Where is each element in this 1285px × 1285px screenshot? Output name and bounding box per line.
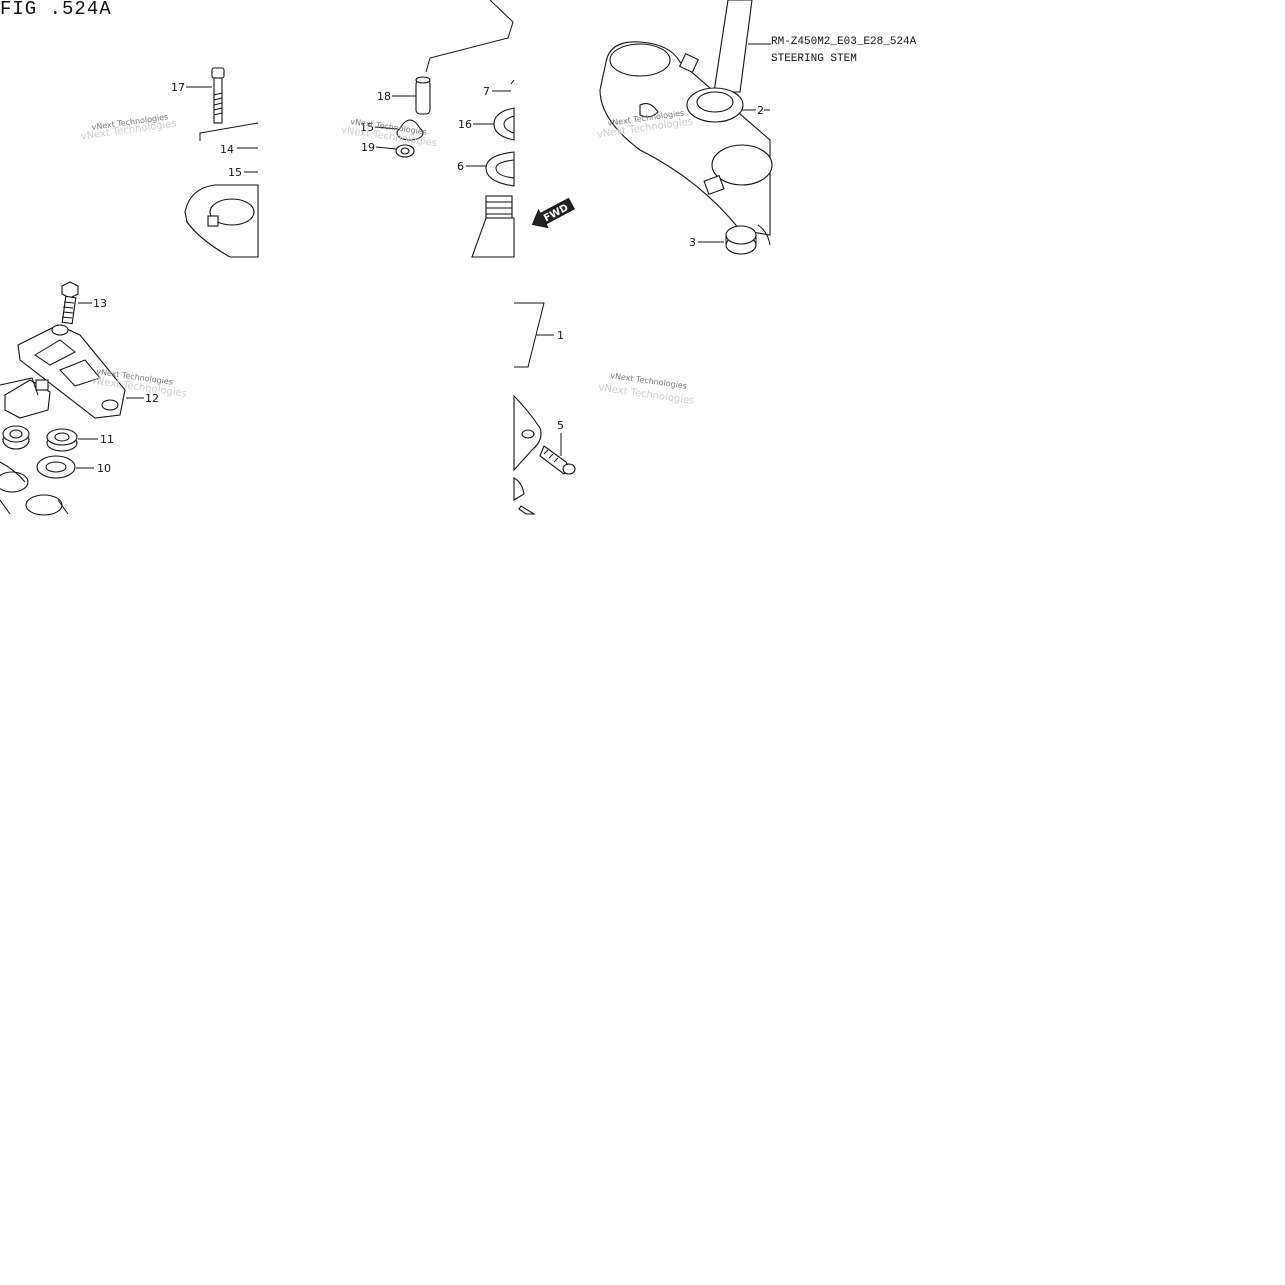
callout-10: 10 <box>97 462 111 475</box>
stem-tube-icon <box>713 0 753 93</box>
callout-12: 12 <box>145 392 159 405</box>
steering-stem-shaft-icon <box>471 195 515 258</box>
callout-3: 3 <box>689 236 696 249</box>
callout-6: 6 <box>457 160 464 173</box>
nut-11-icon <box>46 428 78 452</box>
forward-direction-arrow: FWD <box>531 197 575 229</box>
callout-1: 1 <box>557 329 564 342</box>
washer-19-icon <box>395 144 415 158</box>
callout-7: 7 <box>483 85 490 98</box>
bolt-5-icon <box>539 445 576 475</box>
collar-icon <box>2 425 30 450</box>
stem-body-part-icon <box>513 394 542 501</box>
callout-13: 13 <box>93 297 107 310</box>
callout-15b: 15 <box>360 121 374 134</box>
tile-lower-middle <box>513 302 576 515</box>
bolt-17-icon <box>211 67 225 124</box>
callout-16: 16 <box>458 118 472 131</box>
bearing-6-icon <box>485 151 515 187</box>
pin-18-icon <box>415 76 431 115</box>
bearing-seal-16-icon <box>493 107 515 141</box>
watermark-5: vNext Technologies vNext Technologies <box>598 371 695 407</box>
tile-lower-left <box>0 281 144 516</box>
callout-2: 2 <box>757 104 764 117</box>
handlebar-clamp-12-icon <box>17 324 126 419</box>
watermark-1: vNext Technologies vNext Technologies <box>80 112 177 142</box>
callout-17: 17 <box>171 81 185 94</box>
reference-code: RM-Z450M2_E03_E28_524A <box>771 36 917 48</box>
tile-upper-left <box>184 67 259 258</box>
tile-upper-middle <box>395 0 515 258</box>
callout-19: 19 <box>361 141 375 154</box>
bolt-13-icon <box>61 281 79 325</box>
callout-11: 11 <box>100 433 114 446</box>
tile-upper-right <box>599 0 773 255</box>
washer-10-icon <box>36 455 76 479</box>
lower-bracket-part-icon <box>184 184 259 258</box>
lower-ring-icon <box>0 461 69 516</box>
upper-bracket-part-icon <box>599 41 773 236</box>
clamp-holder-icon <box>4 379 51 419</box>
cap-15-icon <box>396 119 424 141</box>
callout-14: 14 <box>220 143 234 156</box>
callout-labels: 17 14 15 18 15 19 7 16 6 2 3 13 12 11 10… <box>93 81 764 475</box>
reference-name: STEERING STEM <box>771 53 857 65</box>
callout-18: 18 <box>377 90 391 103</box>
callout-15: 15 <box>228 166 242 179</box>
figure-title: FIG .524A <box>0 0 112 20</box>
watermark-2: vNext Technologies vNext Technologies <box>340 117 437 149</box>
collar-3-icon <box>725 225 757 255</box>
callout-5: 5 <box>557 419 564 432</box>
